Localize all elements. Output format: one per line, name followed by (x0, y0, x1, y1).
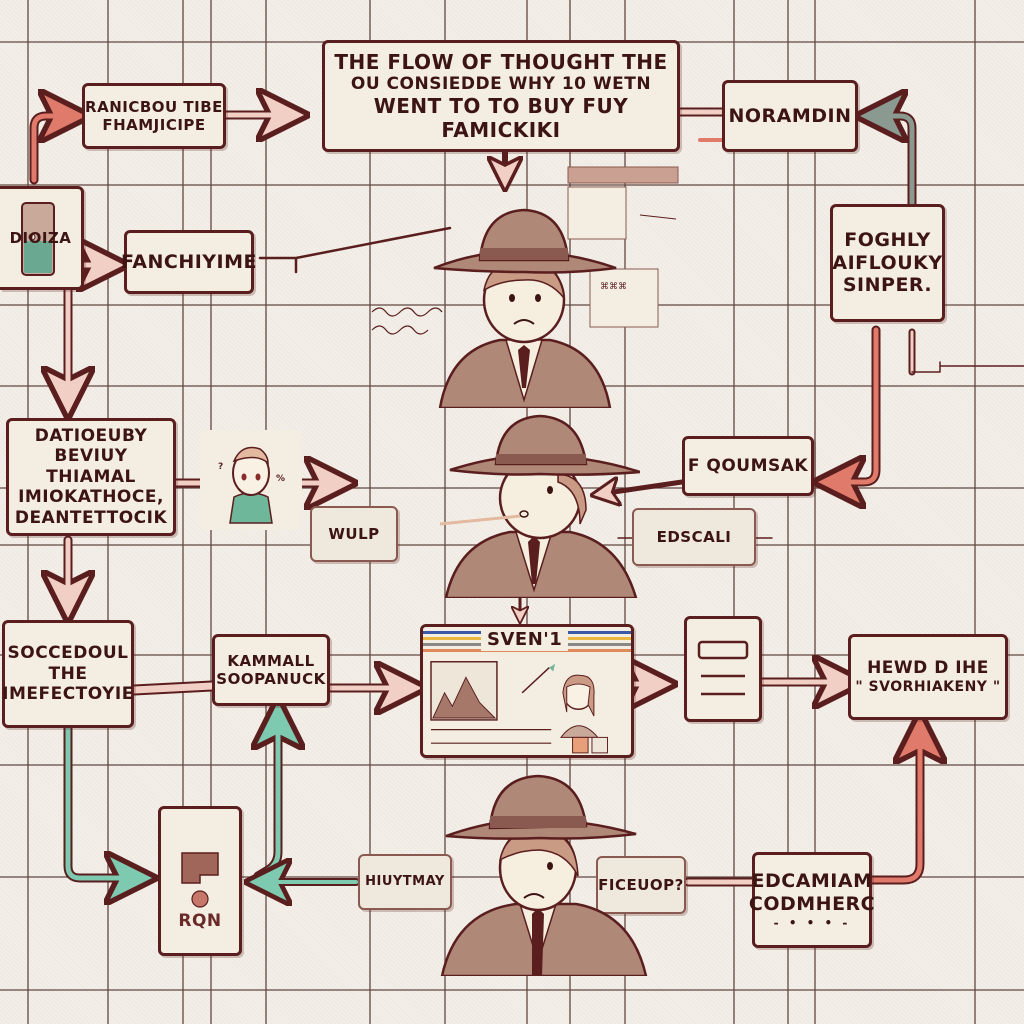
node-ficeuop[interactable]: Ficeuop? (596, 856, 686, 914)
node-datioeuby[interactable]: Datioeuby Beviuy thiamal Imiokathoce, De… (6, 418, 176, 536)
ellipsis-dots: - • • • - (773, 915, 851, 930)
title-line-1: The flow of thought the (334, 49, 668, 74)
node-datioeuby-line-2: Beviuy thiamal (46, 446, 136, 487)
arrow-fanchiyime-to-detective (258, 226, 452, 274)
node-edcamiam-line-2: Codmherc (748, 892, 876, 915)
node-hiuytmay[interactable]: Hiuytmay (358, 854, 452, 910)
node-ranicbou[interactable]: Ranicbou tibe Fhamjicipe (82, 83, 226, 149)
node-device-label: Dioiza (9, 229, 72, 247)
node-hewd[interactable]: Hewd d ihe " Svorhiakeny " (848, 634, 1008, 720)
title-line-2: ou consiedde why 10 wetn (350, 73, 652, 94)
node-qoumsak[interactable]: F qoumsak (682, 436, 814, 496)
node-soccedoul-line-2: the (48, 663, 88, 684)
node-kammall-line-1: Kammall (227, 652, 315, 670)
store-sign-text: Sven'1 (481, 629, 569, 651)
node-hewd-line-2: " Svorhiakeny " (855, 678, 1001, 695)
node-ranicbou-line-2: Fhamjicipe (102, 116, 206, 134)
arrow-right-tall-to-qoumsak (830, 325, 881, 482)
svg-text:?: ? (218, 462, 224, 472)
arrow-qoumsak-to-detective (600, 482, 685, 494)
arrow-left-lower-to-room (63, 723, 140, 878)
node-edscali-label: Edscali (656, 528, 732, 546)
store-sign: Sven'1 (423, 627, 631, 655)
arrow-edcamiam-to-hewd (867, 728, 920, 885)
node-kammall[interactable]: Kammall Soopanuck (212, 634, 330, 706)
convenience-store-icon (430, 661, 608, 754)
node-room-label: Rqn (178, 910, 222, 931)
node-foghly-line-1: Foghly (844, 228, 931, 251)
node-edcamiam-line-1: Edcamiam (751, 870, 873, 892)
node-foghly[interactable]: Foghly Aiflouky Sinper. (830, 204, 945, 322)
node-ficeuop-label: Ficeuop? (598, 876, 684, 894)
detective-worried-icon (440, 774, 648, 976)
node-wulp-label: Wulp (328, 525, 380, 543)
node-noramdin-label: Noramdin (728, 104, 852, 127)
confused-child-icon: ? % (218, 446, 286, 524)
device-icon (21, 202, 55, 276)
title-line-3: went to to buy fuy famickiki (373, 94, 629, 143)
node-datioeuby-line-1: Datioeuby (34, 426, 148, 447)
node-foghly-line-3: Sinper. (842, 274, 933, 297)
node-datioeuby-line-3: Imiokathoce, (18, 487, 164, 508)
node-hewd-line-1: Hewd d ihe (867, 658, 989, 679)
node-hiuytmay-label: Hiuytmay (365, 874, 445, 890)
node-device[interactable]: Dioiza (0, 186, 84, 290)
node-wulp[interactable]: Wulp (310, 506, 398, 562)
node-edcamiam[interactable]: Edcamiam Codmherc - • • • - (748, 852, 876, 948)
node-datioeuby-line-4: Deantettocik (14, 507, 168, 528)
node-edscali[interactable]: Edscali (632, 508, 756, 566)
node-fanchiyime-label: Fanchiyime (120, 250, 258, 273)
svg-text:⌘⌘⌘: ⌘⌘⌘ (600, 282, 627, 292)
doodle-notes-panel: ⌘⌘⌘ (567, 166, 679, 328)
document-icon (697, 640, 749, 696)
arrow-device-to-top-left (29, 116, 74, 185)
detective-frown-icon (433, 208, 617, 408)
node-document[interactable] (684, 616, 762, 722)
node-soccedoul-line-3: Imefectoyie (2, 684, 134, 705)
node-kammall-line-2: Soopanuck (216, 670, 326, 688)
node-qoumsak-label: F qoumsak (687, 455, 809, 476)
room-sign-icon (181, 852, 219, 908)
node-fanchiyime[interactable]: Fanchiyime (120, 230, 258, 294)
arrow-room-to-kammall (258, 714, 278, 881)
node-soccedoul[interactable]: Soccedoul the Imefectoyie (2, 620, 134, 728)
arrow-right-tall-to-noramdin (872, 116, 917, 210)
doodle-scribble (371, 307, 443, 335)
node-ranicbou-line-1: Ranicbou tibe (85, 98, 223, 116)
node-store-panel[interactable]: Sven'1 (420, 624, 634, 758)
node-soccedoul-line-1: Soccedoul (7, 643, 129, 664)
node-room[interactable]: Rqn (158, 806, 242, 956)
node-foghly-line-2: Aiflouky (832, 251, 943, 274)
svg-text:%: % (276, 474, 286, 484)
node-noramdin[interactable]: Noramdin (722, 80, 858, 152)
detective-whistle-icon (440, 414, 640, 598)
node-face-panel[interactable]: ? % (200, 430, 302, 530)
title-box: The flow of thought the ou consiedde why… (322, 40, 680, 152)
